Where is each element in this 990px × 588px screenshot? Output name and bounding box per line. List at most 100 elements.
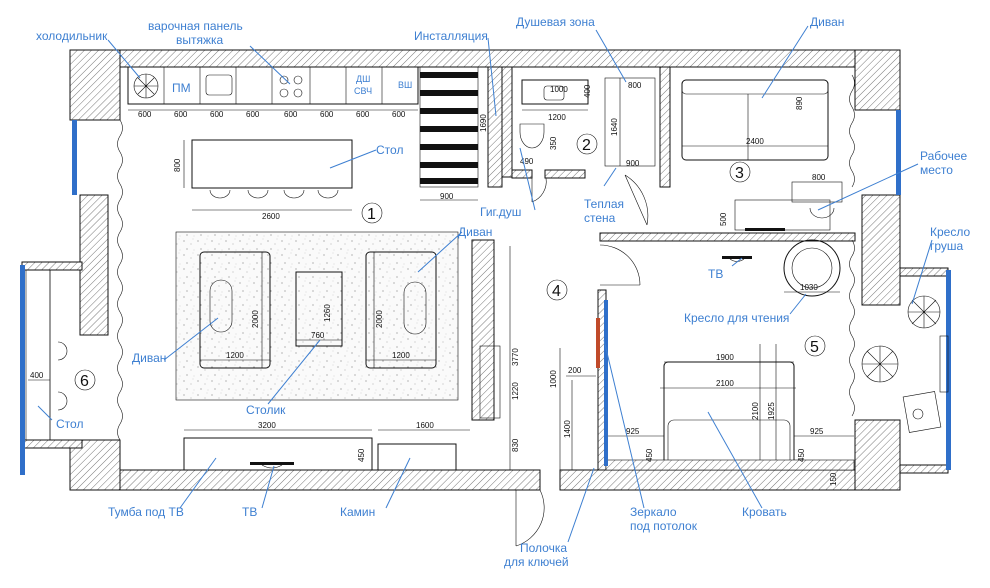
sofa-left-len-dim: 2000	[251, 310, 260, 328]
fire-450-dim: 450	[357, 448, 366, 462]
wall-bath-left	[501, 66, 513, 178]
room-number-5: 5	[810, 339, 819, 356]
shelf-1400-dim: 1400	[563, 420, 572, 438]
table-depth-dim: 800	[173, 158, 182, 172]
label-coffee-table: Столик	[246, 403, 286, 417]
tv-stand: 3200	[183, 421, 373, 471]
label-tv-right: ТВ	[708, 267, 723, 281]
room-number-1: 1	[367, 206, 376, 223]
label-sofa-left: Диван	[132, 351, 166, 365]
label-hyg-shower: Гиг.душ	[480, 205, 521, 219]
kitchen-dim: 600	[138, 110, 152, 119]
bath-800-dim: 800	[628, 81, 642, 90]
wall-bath-bottom	[511, 169, 533, 179]
entry-door	[515, 489, 545, 547]
shelf-1000-dim: 1000	[549, 370, 558, 388]
kitchen-dim: 600	[284, 110, 298, 119]
window-right-annex	[946, 270, 951, 470]
night-r450-dim: 450	[797, 448, 806, 462]
appliance-pm: ПМ	[172, 81, 191, 95]
label-tv-stand: Тумба под ТВ	[108, 505, 184, 519]
leader-lines	[37, 25, 933, 543]
wall-left-mid	[79, 194, 109, 336]
wall-bottom-left	[69, 469, 541, 491]
toilet-icon	[519, 123, 545, 149]
bedroom-tv	[722, 256, 752, 262]
bedroom-door	[599, 244, 641, 286]
window-right-top	[896, 110, 901, 195]
wall-left-top	[69, 49, 121, 121]
wall-stair-divider	[487, 66, 503, 188]
bed: 1900 2100 2100 1925	[660, 344, 796, 471]
chair-1030-dim: 1030	[800, 283, 818, 292]
wall-right-bottom	[854, 419, 901, 491]
label-fireplace: Камин	[340, 505, 375, 519]
hob-icon	[279, 75, 303, 98]
ct-w-dim: 760	[311, 331, 325, 340]
label-tv-bottom: ТВ	[242, 505, 257, 519]
staircase: 900 1690	[419, 66, 488, 201]
hall-1220-dim: 1220	[511, 382, 520, 400]
wall-bottom-right	[559, 469, 901, 491]
desk-width-dim: 800	[812, 173, 826, 182]
bath-door	[531, 177, 547, 203]
sofa-top-depth-dim: 890	[795, 96, 804, 110]
wall-top	[69, 49, 901, 68]
kitchen-counter: ПМ ДШ СВЧ ВШ	[127, 66, 419, 105]
label-sofa-mid: Диван	[458, 225, 492, 239]
room-number-4: 4	[552, 283, 561, 300]
wall-bath-bottom2	[544, 169, 586, 179]
appliance-dsh: ДШ	[356, 74, 370, 84]
bed-2100-dim: 2100	[716, 379, 734, 388]
kitchen-dim: 600	[356, 110, 370, 119]
kitchen-dim: 600	[320, 110, 334, 119]
walls	[21, 49, 949, 491]
wall-right-mid	[861, 194, 901, 306]
sofa-left-w-dim: 1200	[226, 351, 244, 360]
annex-table: 400	[25, 269, 68, 441]
kitchen-dim: 600	[392, 110, 406, 119]
label-reading-chair: Кресло для чтения	[684, 311, 789, 325]
wall-annex-right-b	[899, 464, 949, 474]
bed-1925-dim: 1925	[767, 402, 776, 420]
bath-900-dim: 900	[626, 159, 640, 168]
night-r-dim: 925	[810, 427, 824, 436]
coffee-table: 1260 760	[295, 271, 343, 347]
bath-1640-dim: 1640	[610, 118, 619, 136]
label-sofa-top: Диван	[810, 15, 844, 29]
corridor: 3770 1220 830	[479, 244, 641, 547]
bath-400-dim: 400	[583, 84, 592, 98]
bath-width-dim: 1200	[548, 113, 566, 122]
shelf-200-dim: 200	[568, 366, 582, 375]
wall-bath-right	[659, 66, 671, 188]
room-number-3: 3	[735, 165, 744, 182]
bath-350-dim: 350	[549, 136, 558, 150]
reading-chair: 1030	[783, 239, 841, 297]
bath-sink	[521, 79, 589, 105]
nightstands: 925 450 925 450 150	[605, 427, 855, 486]
bath-sink-dim: 1000	[550, 85, 568, 94]
left-400-dim: 400	[30, 371, 44, 380]
label-table-left: Стол	[56, 417, 83, 431]
night-l450-dim: 450	[645, 448, 654, 462]
window-left-annex	[20, 265, 25, 475]
wall-annex-bottom	[21, 439, 83, 449]
bed-len-dim: 2100	[751, 402, 760, 420]
bed-1900-dim: 1900	[716, 353, 734, 362]
wall-bedroom-top	[599, 232, 856, 242]
fireplace: 1600 450	[357, 421, 470, 471]
room-number-2: 2	[582, 137, 591, 154]
shower-door	[624, 174, 649, 226]
tvstand-w-dim: 3200	[258, 421, 276, 430]
wall-annex-right	[899, 267, 949, 277]
bathroom: 1000 1200 400 800 1640 900 350 490 2	[519, 77, 656, 226]
sofa-right-w-dim: 1200	[392, 351, 410, 360]
shower-tray	[604, 77, 656, 167]
table-width-dim: 2600	[262, 212, 280, 221]
wall-annex-top	[21, 261, 83, 271]
